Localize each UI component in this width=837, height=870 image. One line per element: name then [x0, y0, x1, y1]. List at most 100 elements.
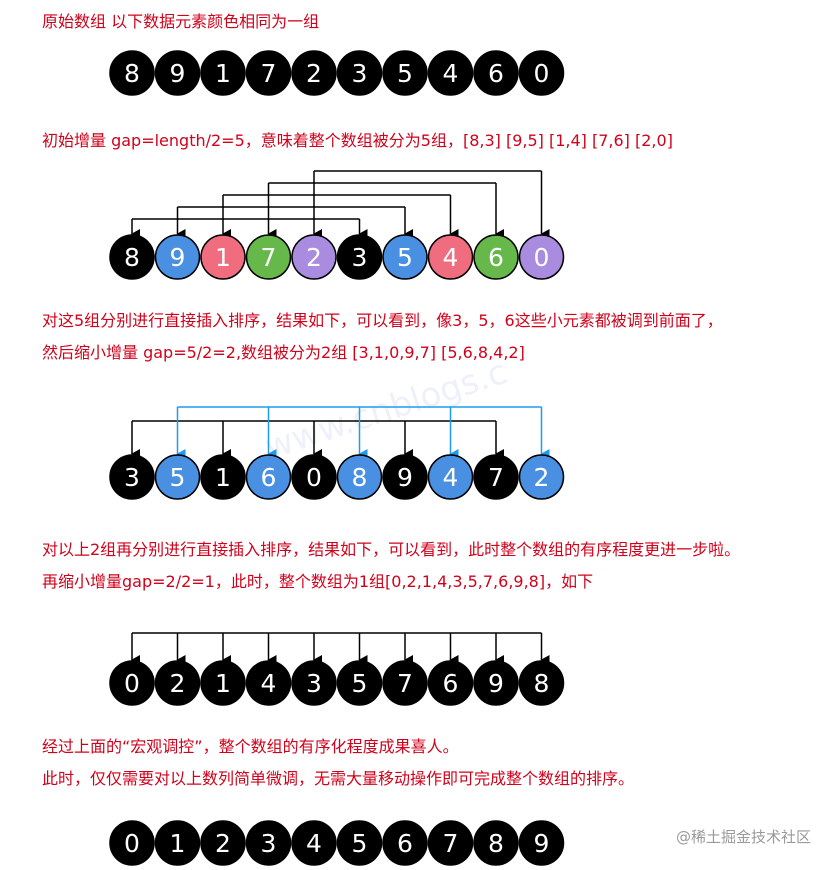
- element-value: 6: [488, 243, 504, 272]
- element-circle: [382, 50, 428, 96]
- array-element-row2-4: 2: [291, 234, 337, 280]
- element-circle: [245, 660, 292, 706]
- element-value: 8: [488, 829, 504, 858]
- element-circle: [200, 820, 246, 866]
- array-element-row3-4: 0: [291, 454, 337, 500]
- element-circle: [154, 454, 201, 500]
- element-value: 2: [534, 463, 550, 492]
- element-value: 3: [306, 669, 322, 698]
- array-element-row3-8: 7: [473, 454, 519, 500]
- array-element-row1-0: 8: [109, 50, 155, 96]
- element-circle: [245, 234, 292, 280]
- element-circle: [291, 454, 337, 500]
- element-value: 4: [443, 243, 459, 272]
- element-value: 5: [397, 59, 413, 88]
- element-value: 0: [534, 59, 550, 88]
- array-element-row1-1: 9: [154, 50, 201, 96]
- element-circle: [291, 50, 337, 96]
- element-circle: [382, 454, 428, 500]
- element-value: 8: [352, 463, 368, 492]
- element-value: 2: [170, 669, 186, 698]
- caption-gap5: 初始增量 gap=length/2=5，意味着整个数组被分为5组，[8,3] […: [42, 131, 673, 150]
- array-element-row5-3: 3: [245, 820, 292, 866]
- element-value: 7: [261, 243, 277, 272]
- element-circle: [109, 454, 155, 500]
- element-value: 3: [352, 59, 368, 88]
- caption-original-array: 原始数组 以下数据元素颜色相同为一组: [42, 12, 320, 31]
- element-value: 5: [352, 669, 368, 698]
- array-element-row4-3: 4: [245, 660, 292, 706]
- element-circle: [473, 820, 519, 866]
- element-value: 8: [534, 669, 550, 698]
- element-value: 1: [215, 243, 231, 272]
- element-value: 3: [124, 463, 140, 492]
- array-element-row3-6: 9: [382, 454, 428, 500]
- element-circle: [200, 50, 246, 96]
- element-circle: [427, 820, 474, 866]
- array-element-row5-0: 0: [109, 820, 155, 866]
- array-element-row2-1: 9: [154, 234, 201, 280]
- element-circle: [473, 660, 519, 706]
- element-value: 3: [261, 829, 277, 858]
- array-element-row3-9: 2: [518, 454, 565, 500]
- element-circle: [427, 454, 474, 500]
- element-value: 0: [306, 463, 322, 492]
- element-value: 6: [443, 669, 459, 698]
- element-value: 9: [488, 669, 504, 698]
- array-element-row5-2: 2: [200, 820, 246, 866]
- array-element-row4-8: 9: [473, 660, 519, 706]
- element-circle: [200, 660, 246, 706]
- array-element-row5-1: 1: [154, 820, 201, 866]
- element-value: 7: [261, 59, 277, 88]
- element-circle: [473, 50, 519, 96]
- element-value: 0: [534, 243, 550, 272]
- element-circle: [427, 234, 474, 280]
- element-value: 7: [443, 829, 459, 858]
- element-value: 5: [170, 463, 186, 492]
- element-circle: [427, 50, 474, 96]
- array-element-row5-5: 5: [336, 820, 383, 866]
- element-circle: [245, 454, 292, 500]
- element-circle: [291, 820, 337, 866]
- element-circle: [382, 234, 428, 280]
- array-element-row1-4: 2: [291, 50, 337, 96]
- element-value: 8: [124, 59, 140, 88]
- element-value: 8: [124, 243, 140, 272]
- array-element-row1-2: 1: [200, 50, 246, 96]
- caption-final: 此时，仅仅需要对以上数列简单微调，无需大量移动操作即可完成整个数组的排序。: [42, 769, 635, 788]
- array-element-row1-3: 7: [245, 50, 292, 96]
- array-element-row4-0: 0: [109, 660, 155, 706]
- array-element-row1-5: 3: [336, 50, 383, 96]
- element-value: 6: [397, 829, 413, 858]
- array-element-row2-5: 3: [336, 234, 383, 280]
- caption-gap5-result: 对这5组分别进行直接插入排序，结果如下，可以看到，像3，5，6这些小元素都被调到…: [42, 311, 723, 330]
- array-element-row1-9: 0: [518, 50, 565, 96]
- element-value: 0: [124, 829, 140, 858]
- group-connector: [131, 420, 504, 459]
- element-value: 1: [215, 59, 231, 88]
- array-element-row3-2: 1: [200, 454, 246, 500]
- element-value: 5: [352, 829, 368, 858]
- element-circle: [518, 50, 565, 96]
- array-element-row2-6: 5: [382, 234, 428, 280]
- caption-gap2-result: 对以上2组再分别进行直接插入排序，结果如下，可以看到，此时整个数组的有序程度更进…: [42, 540, 741, 559]
- array-element-row3-1: 5: [154, 454, 201, 500]
- element-value: 0: [124, 669, 140, 698]
- group-connector: [313, 170, 550, 239]
- array-element-row4-9: 8: [518, 660, 565, 706]
- array-element-row2-7: 4: [427, 234, 474, 280]
- element-value: 6: [261, 463, 277, 492]
- group-connector: [267, 182, 504, 239]
- element-value: 9: [534, 829, 550, 858]
- array-element-row4-7: 6: [427, 660, 474, 706]
- group-connector: [222, 194, 459, 239]
- element-circle: [336, 820, 383, 866]
- element-value: 2: [306, 243, 322, 272]
- element-value: 7: [397, 669, 413, 698]
- element-value: 1: [170, 829, 186, 858]
- element-value: 2: [215, 829, 231, 858]
- element-circle: [336, 454, 383, 500]
- array-element-row4-6: 7: [382, 660, 428, 706]
- site-watermark: @稀土掘金技术社区: [675, 828, 811, 846]
